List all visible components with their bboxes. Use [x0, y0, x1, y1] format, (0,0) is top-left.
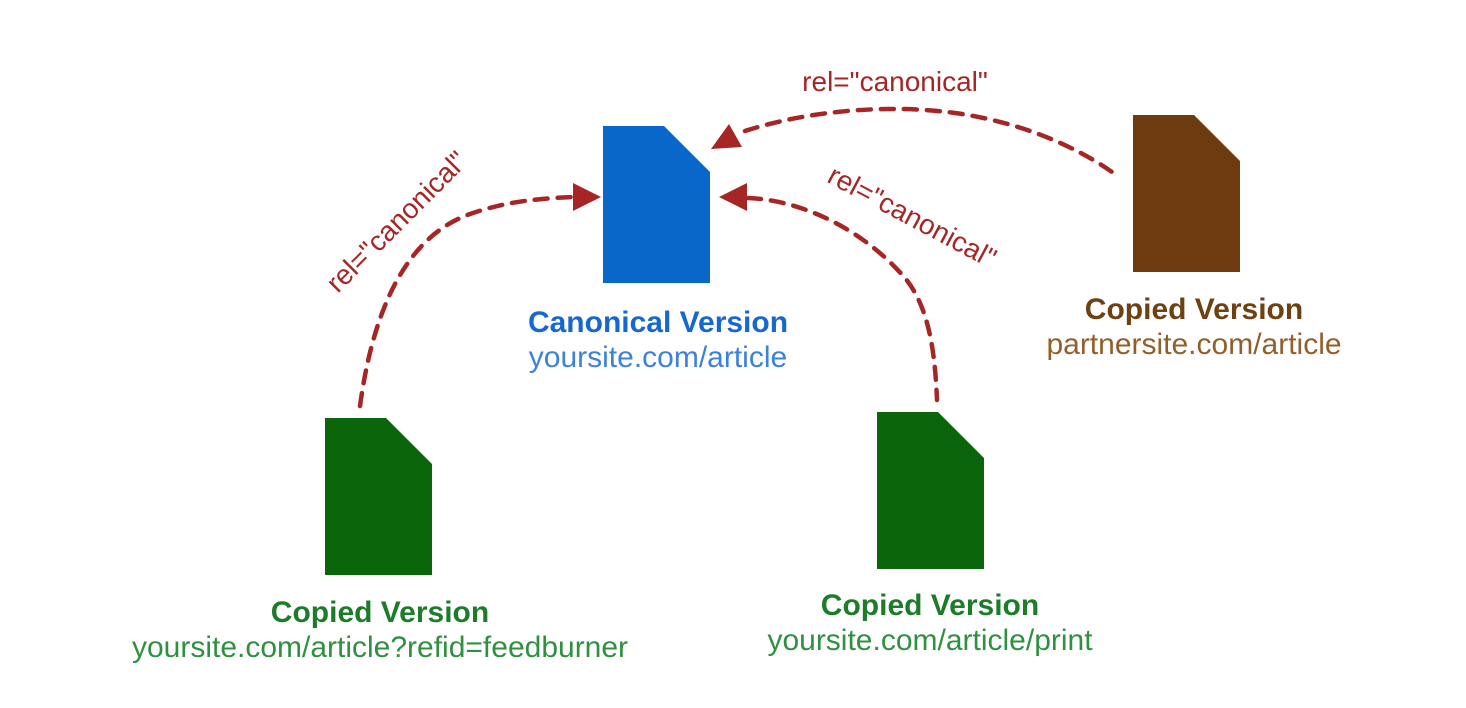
canonical-label: Canonical Version [527, 306, 789, 339]
feedburner-to-canonical-arrow [357, 194, 575, 409]
feedburner-copy-label: Copied Version [270, 596, 490, 629]
feedburner-copy-url: yoursite.com/article?refid=feedburner [131, 630, 629, 664]
partner-arrowhead-icon [711, 124, 742, 149]
partner-to-canonical-arrow [742, 106, 1115, 175]
canonical-url: yoursite.com/article [528, 340, 788, 374]
feedburner-arrowhead-icon [573, 183, 601, 211]
print-arrowhead-icon [719, 183, 747, 211]
print-copy-node-caption: Copied Version yoursite.com/article/prin… [767, 589, 1092, 659]
partner-copy-url: partnersite.com/article [1046, 327, 1342, 361]
feedburner-copy-node-caption: Copied Version yoursite.com/article?refi… [132, 596, 628, 666]
print-copy-label: Copied Version [820, 589, 1040, 622]
edge-label-partner: rel="canonical" [802, 66, 988, 97]
print-copy-url: yoursite.com/article/print [767, 623, 1093, 657]
partner-copy-label: Copied Version [1084, 293, 1304, 326]
print-to-canonical-arrow [745, 195, 940, 403]
partner-copy-node-caption: Copied Version partnersite.com/article [1046, 293, 1341, 363]
canonical-node-caption: Canonical Version yoursite.com/article [528, 306, 788, 376]
